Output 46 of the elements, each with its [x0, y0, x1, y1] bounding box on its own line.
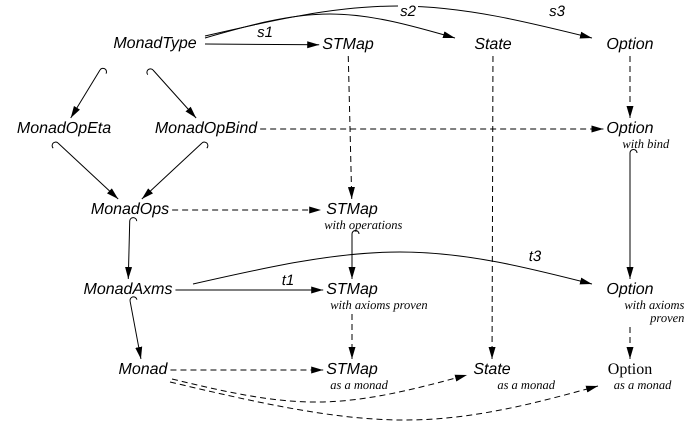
- arrow: [626, 56, 634, 118]
- arrow: [348, 314, 356, 360]
- node-caption: with axioms proven: [623, 299, 684, 325]
- node-label: MonadOpBind: [154, 120, 258, 138]
- node-label: State: [474, 36, 512, 54]
- arrow: [170, 366, 324, 374]
- node-caption: with operations: [324, 219, 402, 232]
- node-label: Option: [606, 36, 654, 54]
- arrow: [192, 252, 592, 284]
- arrow: [172, 374, 468, 402]
- node-caption: with axioms proven: [330, 299, 428, 312]
- arrow: [172, 206, 322, 214]
- node-label: Option: [606, 281, 654, 299]
- node-label: Monad: [118, 361, 168, 379]
- arrow: [141, 142, 208, 200]
- arrow: [70, 68, 107, 118]
- arrow: [204, 6, 592, 38]
- node-label: State: [473, 361, 511, 379]
- arrow: [260, 126, 604, 132]
- node-label: MonadOpEta: [16, 120, 112, 138]
- arrow: [125, 217, 138, 280]
- arrow: [626, 149, 638, 280]
- arrow: [146, 68, 197, 118]
- node-label: STMap: [326, 201, 378, 219]
- node-label: STMap: [326, 361, 378, 379]
- node-label: Option: [606, 120, 654, 138]
- arrow: [130, 296, 142, 360]
- arrow: [204, 14, 456, 38]
- arrow: [348, 230, 360, 280]
- node-label: STMap: [326, 281, 378, 299]
- arrow: [170, 382, 598, 420]
- arrow: [626, 326, 634, 360]
- node-label: Option: [608, 361, 652, 379]
- arrow: [348, 56, 355, 200]
- node-caption: as a monad: [614, 379, 672, 392]
- arrow: [174, 286, 324, 294]
- node-caption: as a monad: [330, 379, 388, 392]
- node-label: MonadOps: [90, 201, 170, 219]
- arrow: [488, 56, 496, 360]
- arrow: [52, 142, 119, 200]
- arrow: [204, 41, 320, 48]
- node-caption: as a monad: [497, 379, 555, 392]
- node-label: MonadType: [113, 35, 197, 53]
- node-label: MonadAxms: [84, 281, 172, 299]
- node-caption: with bind: [622, 138, 670, 151]
- node-label: STMap: [322, 36, 374, 54]
